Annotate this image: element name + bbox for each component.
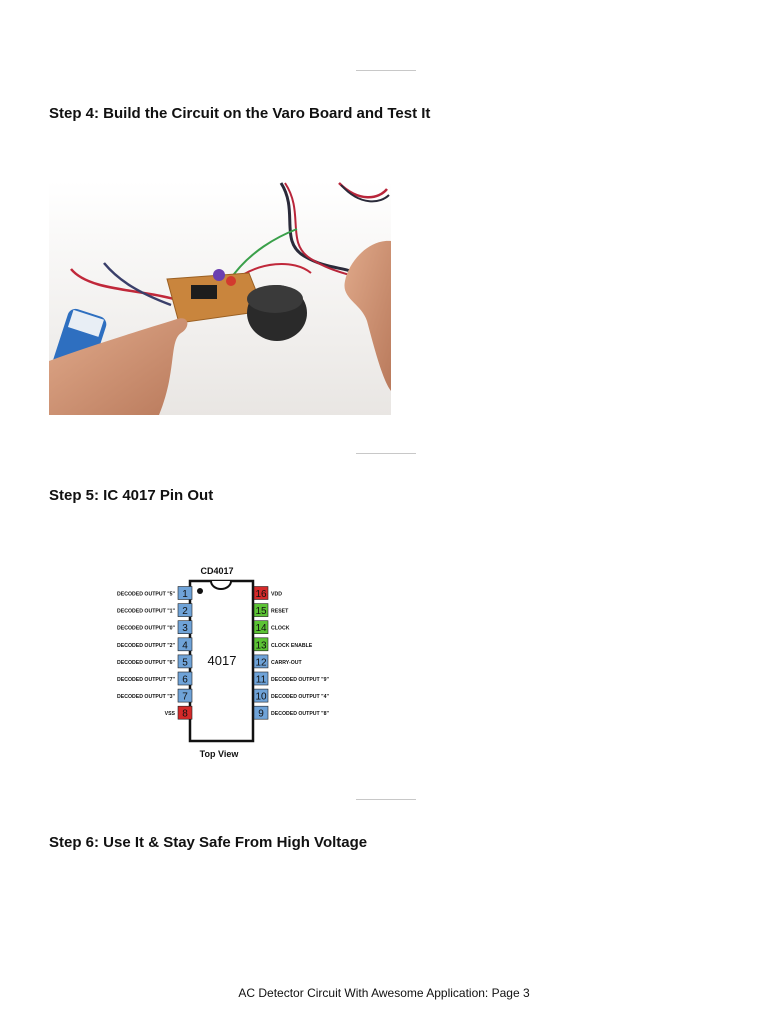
pin-7-box xyxy=(177,688,193,703)
pin-11-box xyxy=(253,671,269,686)
pin-3-number: 3 xyxy=(182,623,188,634)
pin-12-label: CARRY-OUT xyxy=(271,660,302,666)
pin-1-box xyxy=(177,586,193,600)
pin-6-label: DECODED OUTPUT "7" xyxy=(117,677,175,683)
pin-2-label: DECODED OUTPUT "1" xyxy=(117,609,175,615)
pin-13-label: CLOCK ENABLE xyxy=(271,643,313,649)
pin-4-number: 4 xyxy=(182,640,188,651)
pin-9-label: DECODED OUTPUT "8" xyxy=(271,711,329,717)
pin-1-number: 1 xyxy=(182,589,188,600)
divider xyxy=(356,799,416,800)
divider xyxy=(356,70,416,71)
step-4-title: Step 4: Build the Circuit on the Varo Bo… xyxy=(49,105,431,122)
pin-16-label: VDD xyxy=(271,592,282,598)
page-footer: AC Detector Circuit With Awesome Applica… xyxy=(238,986,530,1000)
pin-7-label: DECODED OUTPUT "3" xyxy=(117,694,175,700)
pin-15-number: 15 xyxy=(255,606,267,617)
pin-8-number: 8 xyxy=(182,709,188,720)
pin-10-label: DECODED OUTPUT "4" xyxy=(271,694,329,700)
pin-13-box xyxy=(253,637,269,652)
divider xyxy=(356,453,416,454)
pin-1-label: DECODED OUTPUT "5" xyxy=(117,592,175,598)
pin-10-number: 10 xyxy=(255,692,267,703)
pin-15-box xyxy=(253,603,269,617)
pin-14-number: 14 xyxy=(255,623,267,634)
pin-6-box xyxy=(177,671,193,686)
pin-12-box xyxy=(253,654,269,669)
pin-9-number: 9 xyxy=(258,709,264,720)
pin-8-box xyxy=(177,705,193,720)
view-label: Top View xyxy=(200,749,240,759)
pin-4-box xyxy=(177,637,193,652)
pin-16-box xyxy=(253,586,269,600)
step-6-title: Step 6: Use It & Stay Safe From High Vol… xyxy=(49,834,368,851)
pin-5-number: 5 xyxy=(182,657,188,668)
chip-name: CD4017 xyxy=(200,566,233,576)
pin-16-number: 16 xyxy=(255,589,267,600)
chip-notch xyxy=(210,580,232,590)
pin-3-box xyxy=(177,620,193,635)
pin-1-dot xyxy=(197,588,203,594)
pin-9-box xyxy=(253,705,269,720)
pin-5-label: DECODED OUTPUT "6" xyxy=(117,660,175,666)
pin-2-number: 2 xyxy=(182,606,188,617)
chip-body-label: 4017 xyxy=(208,653,237,668)
pin-10-box xyxy=(253,688,269,703)
pin-14-label: CLOCK xyxy=(271,626,290,632)
pin-5-box xyxy=(177,654,193,669)
pin-8-label: VSS xyxy=(165,711,176,717)
pin-6-number: 6 xyxy=(182,675,188,686)
pin-14-box xyxy=(253,620,269,635)
pin-15-label: RESET xyxy=(271,609,289,615)
pin-12-number: 12 xyxy=(255,657,267,668)
pin-11-label: DECODED OUTPUT "9" xyxy=(271,677,329,683)
pin-13-number: 13 xyxy=(255,640,267,651)
pin-11-number: 11 xyxy=(256,675,267,686)
pin-2-box xyxy=(177,603,193,617)
pin-4-label: DECODED OUTPUT "2" xyxy=(117,643,175,649)
pin-7-number: 7 xyxy=(182,692,188,703)
step-5-title: Step 5: IC 4017 Pin Out xyxy=(49,487,214,504)
pin-3-label: DECODED OUTPUT "0" xyxy=(117,626,175,632)
circuit-photo xyxy=(49,181,391,415)
